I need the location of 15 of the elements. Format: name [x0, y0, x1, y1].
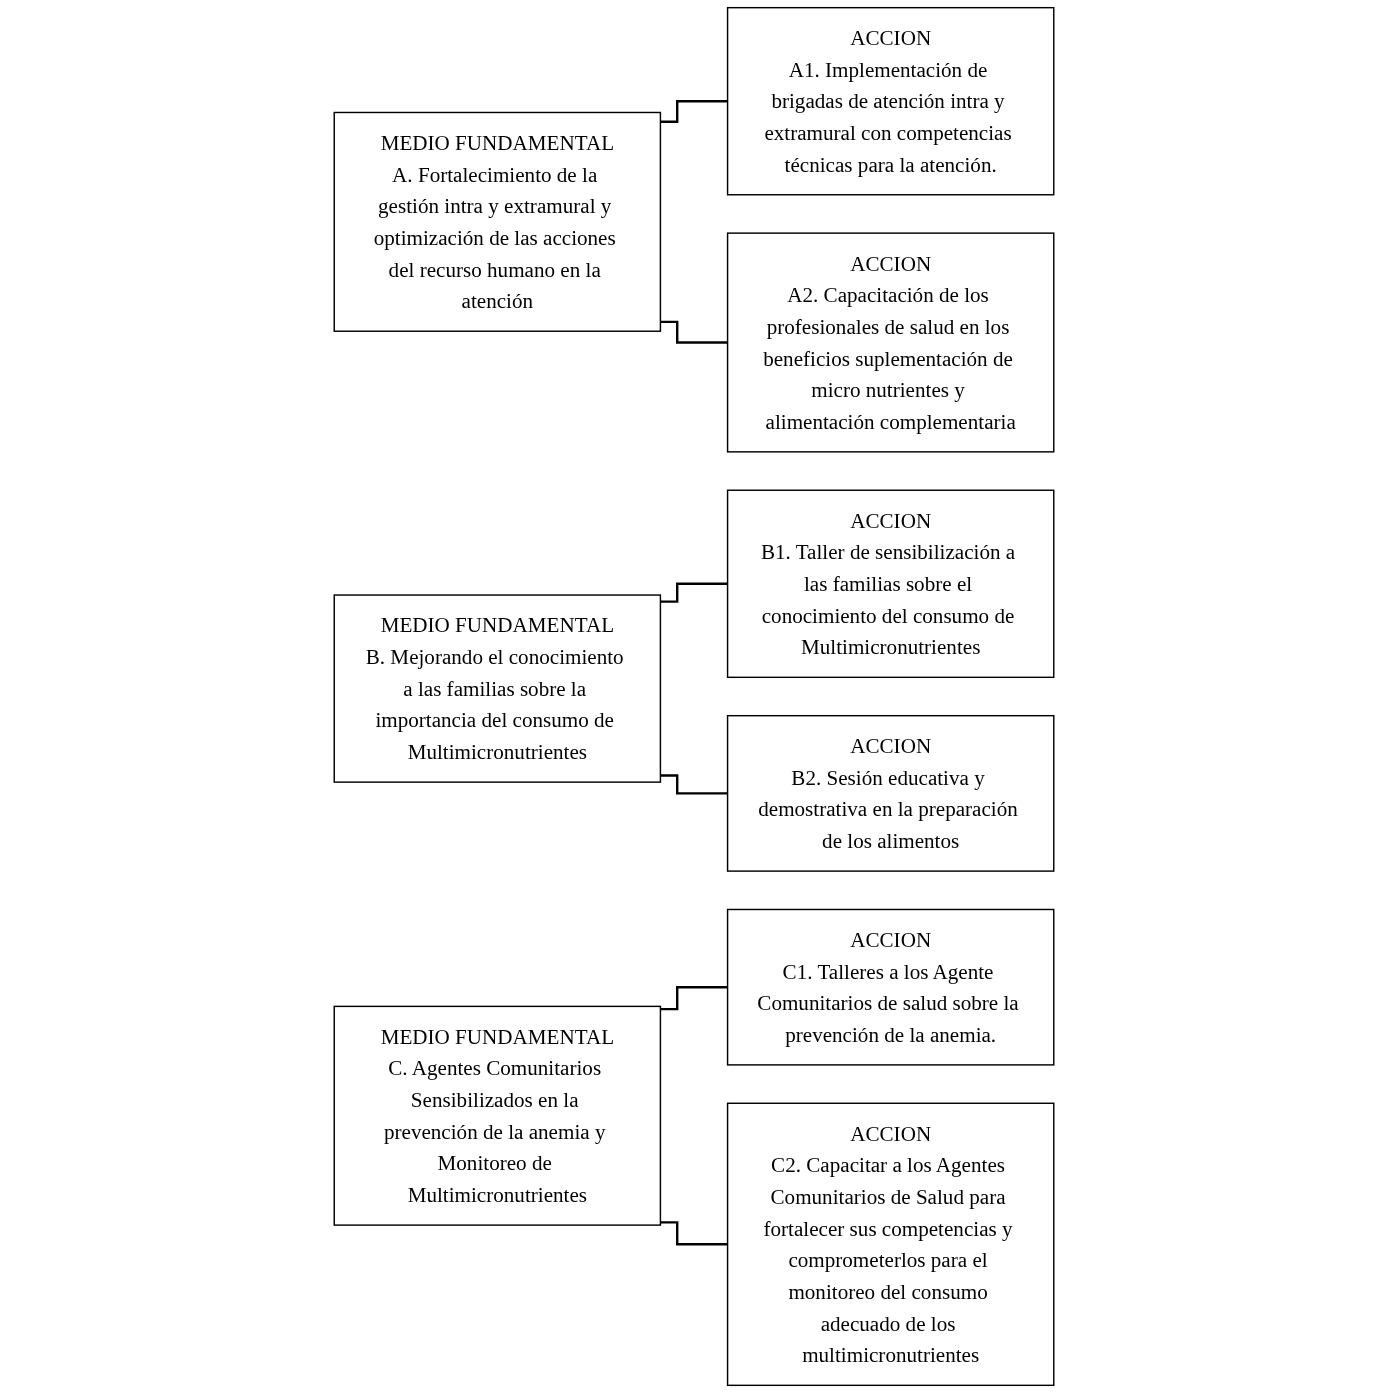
node-box: ACCION C1. Talleres a los Agente Comunitarios de salud sobre la prevención de la anemia. — [726, 908, 1055, 1066]
node-box: ACCION B1. Taller de sensibilización a las familias sobre el conocimiento del consumo de Multimicronutrientes — [726, 489, 1055, 679]
connector — [660, 582, 728, 603]
node-box: MEDIO FUNDAMENTAL A. Fortalecimiento de la gestión intra y extramural y optimización de las acciones del recurso humano en la atención — [333, 111, 662, 332]
connector — [660, 320, 728, 344]
connector — [660, 1221, 728, 1246]
node-box: MEDIO FUNDAMENTAL C. Agentes Comunitarios Sensibilizados en la prevención de la anemia y Monitoreo de Multimicronutrientes — [333, 1005, 662, 1226]
node-box: ACCION A1. Implementación de brigadas de atención intra y extramural con competencias técnicas para la atención. — [726, 6, 1055, 196]
connector — [660, 986, 728, 1011]
node-box: ACCION B2. Sesión educativa y demostrativa en la preparación de los alimentos — [726, 714, 1055, 872]
connector — [660, 100, 728, 123]
node-box: ACCION C2. Capacitar a los Agentes Comunitarios de Salud para fortalecer sus competencias y comprometerlos para el monitoreo del consumo adecuado de los multimicronutrientes — [726, 1102, 1055, 1387]
node-box: MEDIO FUNDAMENTAL B. Mejorando el conocimiento a las familias sobre la importancia del consumo de Multimicronutrientes — [333, 594, 662, 783]
connector — [660, 774, 728, 795]
node-box: ACCION A2. Capacitación de los profesionales de salud en los beneficios suplementación de micro nutrientes y alimentación complementaria — [726, 232, 1055, 453]
